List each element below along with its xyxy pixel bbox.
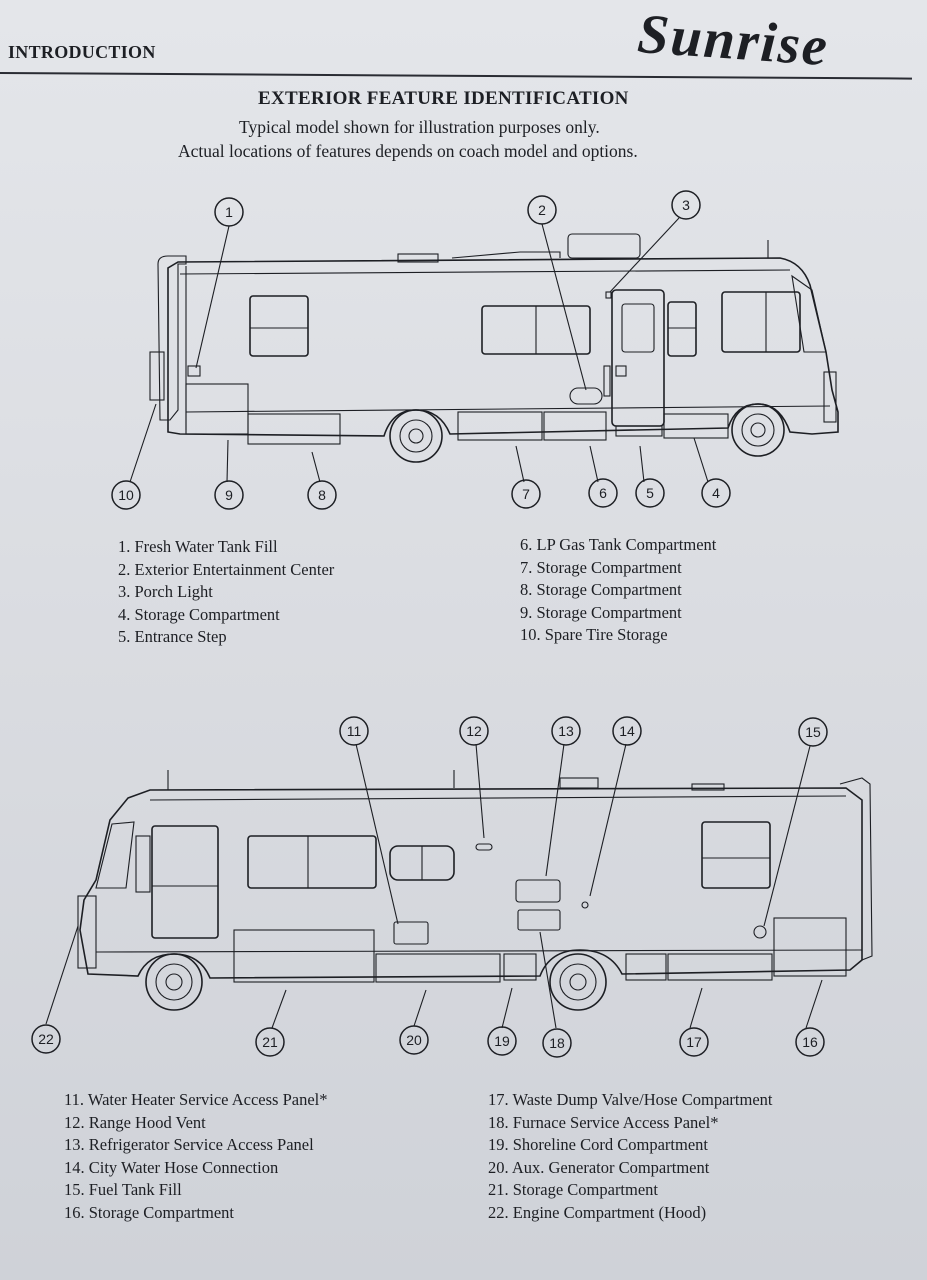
svg-text:21: 21	[262, 1034, 278, 1050]
legend-lower-right: 17. Waste Dump Valve/Hose Compartment 18…	[488, 1089, 772, 1224]
svg-text:9: 9	[225, 487, 233, 503]
legend-item: 9. Storage Compartment	[520, 602, 682, 622]
lower-rv-body	[77, 770, 873, 1011]
legend-upper-right: 6. LP Gas Tank Compartment 7. Storage Co…	[520, 534, 716, 647]
svg-text:11: 11	[347, 723, 362, 739]
legend-item: 19. Shoreline Cord Compartment	[488, 1135, 708, 1154]
callout-4: 4	[701, 478, 731, 508]
callout-8: 8	[307, 480, 337, 510]
callout-10: 10	[111, 480, 141, 510]
legend-item: 3. Porch Light	[118, 582, 213, 601]
legend-item: 18. Furnace Service Access Panel*	[488, 1112, 719, 1132]
svg-text:8: 8	[318, 487, 326, 503]
svg-text:10: 10	[118, 487, 134, 503]
legend-item: 2. Exterior Entertainment Center	[118, 559, 335, 579]
svg-text:18: 18	[549, 1035, 565, 1051]
svg-text:15: 15	[805, 724, 821, 740]
section-label: INTRODUCTION	[8, 42, 156, 62]
svg-text:5: 5	[646, 485, 654, 501]
callout-22: 22	[31, 1024, 61, 1054]
legend-upper-left: 1. Fresh Water Tank Fill 2. Exterior Ent…	[118, 536, 334, 649]
legend-item: 15. Fuel Tank Fill	[64, 1180, 182, 1199]
legend-lower-left: 11. Water Heater Service Access Panel* 1…	[64, 1089, 327, 1224]
legend-item: 20. Aux. Generator Compartment	[488, 1157, 710, 1177]
legend-item: 7. Storage Compartment	[520, 557, 682, 577]
legend-item: 17. Waste Dump Valve/Hose Compartment	[488, 1090, 773, 1109]
svg-text:22: 22	[38, 1031, 54, 1047]
callout-18: 18	[542, 1028, 572, 1058]
upper-rv-diagram: 1 2 3 4 5 6 7 8 9 10	[111, 190, 839, 510]
callout-15: 15	[798, 717, 828, 747]
subtitle-line-1: Typical model shown for illustration pur…	[239, 117, 600, 137]
callout-9: 9	[214, 480, 244, 510]
callout-20: 20	[399, 1025, 429, 1055]
callout-7: 7	[511, 479, 541, 509]
svg-text:4: 4	[712, 485, 720, 501]
callout-1: 1	[214, 197, 244, 227]
svg-text:1: 1	[225, 204, 233, 220]
callout-11: 11	[339, 716, 369, 746]
svg-text:12: 12	[466, 723, 482, 739]
svg-text:2: 2	[538, 202, 546, 218]
svg-text:13: 13	[558, 723, 574, 739]
callout-19: 19	[487, 1026, 517, 1056]
legend-item: 5. Entrance Step	[118, 627, 227, 646]
svg-text:14: 14	[619, 723, 635, 739]
callout-5: 5	[635, 478, 665, 508]
svg-text:3: 3	[682, 197, 690, 213]
legend-item: 21. Storage Compartment	[488, 1180, 659, 1199]
callout-14: 14	[612, 716, 642, 746]
legend-item: 1. Fresh Water Tank Fill	[118, 537, 278, 556]
legend-item: 11. Water Heater Service Access Panel*	[64, 1090, 328, 1109]
lower-leader-lines	[45, 743, 823, 1029]
subtitle-line-2: Actual locations of features depends on …	[178, 141, 638, 161]
callout-13: 13	[551, 716, 581, 746]
legend-item: 4. Storage Compartment	[118, 604, 280, 624]
upper-rv-body	[149, 233, 839, 463]
svg-text:17: 17	[686, 1034, 702, 1050]
svg-text:19: 19	[494, 1033, 510, 1049]
callout-6: 6	[588, 478, 618, 508]
legend-item: 6. LP Gas Tank Compartment	[520, 535, 717, 554]
svg-text:7: 7	[522, 486, 530, 502]
callout-12: 12	[459, 716, 489, 746]
svg-text:16: 16	[802, 1034, 818, 1050]
callout-16: 16	[795, 1027, 825, 1057]
legend-item: 8. Storage Compartment	[520, 580, 682, 599]
legend-item: 14. City Water Hose Connection	[64, 1157, 279, 1177]
svg-text:6: 6	[599, 485, 607, 501]
callout-21: 21	[255, 1027, 285, 1057]
legend-item: 22. Engine Compartment (Hood)	[488, 1202, 707, 1222]
legend-item: 10. Spare Tire Storage	[520, 625, 668, 644]
callout-17: 17	[679, 1027, 709, 1057]
legend-item: 16. Storage Compartment	[64, 1202, 235, 1222]
callout-3: 3	[671, 190, 701, 220]
legend-item: 13. Refrigerator Service Access Panel	[64, 1135, 314, 1154]
callout-2: 2	[527, 195, 557, 225]
svg-text:20: 20	[406, 1032, 422, 1048]
upper-leader-lines	[129, 217, 709, 483]
legend-item: 12. Range Hood Vent	[64, 1112, 206, 1132]
page-heading: EXTERIOR FEATURE IDENTIFICATION	[258, 88, 629, 109]
